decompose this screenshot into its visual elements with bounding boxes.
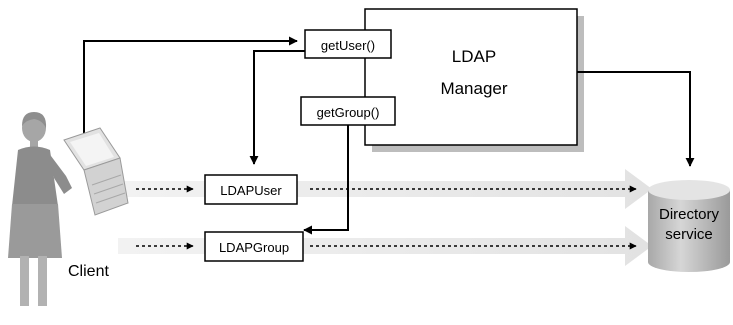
person-neck	[30, 140, 38, 148]
get-group-method: getGroup()	[300, 96, 396, 126]
directory-label-line2: service	[665, 226, 713, 243]
person-leg-right	[38, 256, 47, 306]
person-skirt	[8, 204, 62, 258]
directory-label-line1: Directory	[659, 206, 720, 223]
ldap-manager: LDAP Manager	[364, 8, 584, 152]
dotted-flows	[136, 185, 637, 250]
ldap-user-label: LDAPUser	[220, 183, 282, 198]
person-torso	[12, 146, 58, 210]
laptop-keyboard	[83, 157, 129, 216]
ldap-user-box	[204, 174, 298, 205]
manager-to-directory-arrow	[577, 71, 695, 167]
person-arm	[48, 152, 72, 194]
connectors	[83, 36, 695, 235]
get-user-method: getUser()	[304, 29, 392, 59]
get-user-box	[304, 29, 392, 59]
cylinder-body	[648, 190, 730, 272]
client-to-getuser-arrow	[83, 36, 298, 158]
person-hair	[22, 112, 47, 128]
ldap-group-label: LDAPGroup	[219, 240, 289, 255]
directory-service: Directory service	[648, 180, 730, 272]
getuser-to-ldapuser-arrow	[249, 50, 305, 165]
cylinder-top	[648, 180, 730, 200]
ldap-user-object: LDAPUser	[204, 174, 298, 205]
person-icon	[8, 112, 72, 306]
get-group-box	[300, 96, 396, 126]
client: Client	[8, 112, 129, 306]
client-label: Client	[68, 263, 109, 280]
ldap-group-object: LDAPGroup	[204, 231, 304, 262]
get-group-label: getGroup()	[317, 105, 380, 120]
manager-label-line2: Manager	[440, 79, 507, 98]
database-icon	[648, 180, 730, 272]
getgroup-to-ldapgroup-arrow	[303, 125, 349, 235]
person-leg-left	[20, 256, 29, 306]
laptop-icon	[63, 127, 129, 216]
laptop-screen-inner	[70, 133, 114, 166]
get-user-label: getUser()	[321, 38, 375, 53]
wide-flow-arrows	[118, 169, 652, 266]
manager-box	[364, 8, 578, 146]
ldap-group-box	[204, 231, 304, 262]
manager-label-line1: LDAP	[452, 47, 496, 66]
